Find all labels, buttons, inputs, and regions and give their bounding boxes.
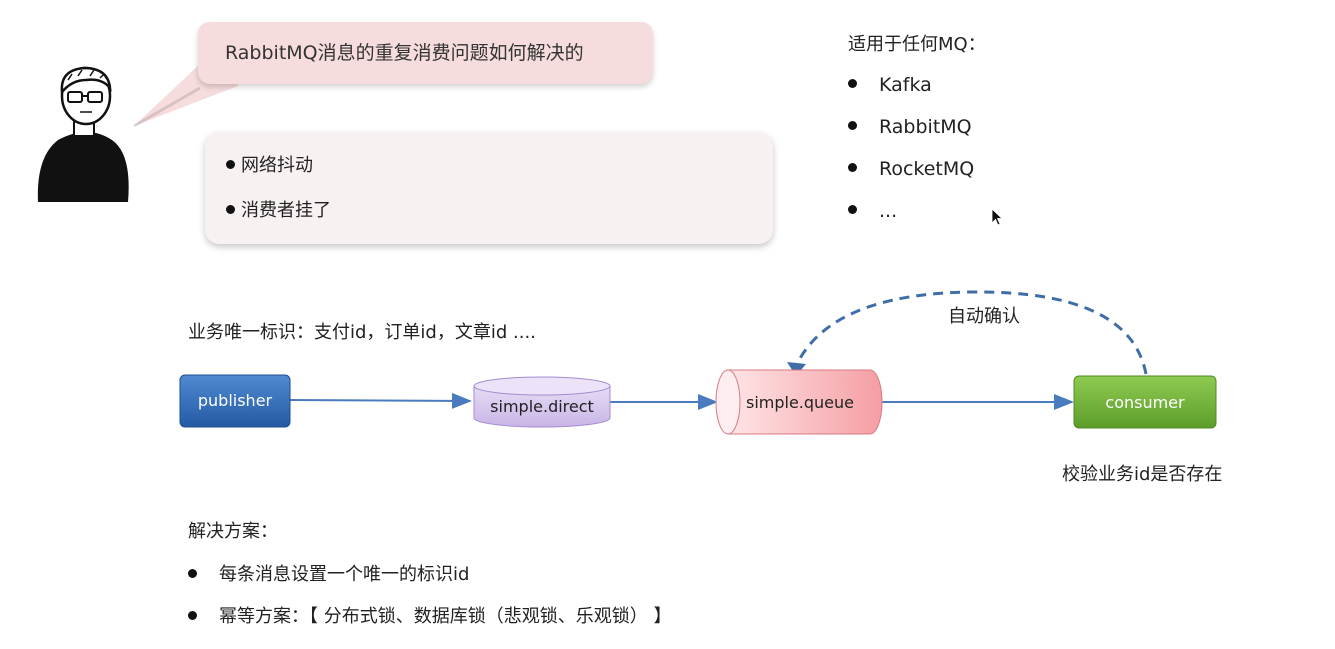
cause-item: 网络抖动 [226,151,313,177]
queue-label: simple.queue [746,393,854,412]
publisher-node: publisher [179,374,291,428]
solution-text: 幂等方案：【 分布式锁、数据库锁（悲观锁、乐观锁） 】 [219,606,672,627]
question-bubble [198,22,653,84]
consumer-label: consumer [1105,393,1185,412]
solution-text: 每条消息设置一个唯一的标识id [219,564,470,585]
solution-title: 解决方案： [188,521,278,542]
solution-item: 幂等方案：【 分布式锁、数据库锁（悲观锁、乐观锁） 】 [188,602,671,628]
mq-item: Kafka [848,74,932,96]
check-text: 校验业务id是否存在 [1062,464,1223,485]
mq-item: RabbitMQ [848,116,972,138]
bullet-icon [188,568,197,578]
cause-item: 消费者挂了 [226,196,331,222]
arrow-publisher-exchange [289,392,472,409]
bullet-icon [848,205,857,214]
mq-item: ... [848,200,897,222]
mq-item: RocketMQ [848,158,974,180]
ack-arc [794,290,1148,375]
consumer-node: consumer [1073,375,1217,429]
message-flow-diagram: publisher simple.direct simple.queue con… [179,290,1217,435]
mouse-cursor-icon [991,208,1003,226]
mq-list-title: 适用于任何MQ： [848,34,986,55]
exchange-label: simple.direct [490,397,594,416]
bullet-icon [188,610,197,620]
bullet-icon [226,159,235,169]
bullet-icon [848,79,857,88]
causes-box [205,132,773,244]
mq-item-text: Kafka [879,74,932,96]
mq-item-text: ... [879,200,898,222]
mq-item-text: RocketMQ [879,158,975,180]
ack-label: 自动确认 [948,306,1020,327]
person-illustration [37,66,129,202]
cause-text: 网络抖动 [241,155,313,176]
bullet-icon [848,163,857,172]
business-id-text: 业务唯一标识：支付id，订单id，文章id .... [188,322,536,343]
bullet-icon [848,121,857,130]
queue-node: simple.queue [715,369,883,435]
exchange-node: simple.direct [473,376,611,428]
question-text: RabbitMQ消息的重复消费问题如何解决的 [225,42,584,64]
ack-arrowhead [787,362,806,376]
publisher-label: publisher [198,391,273,410]
mq-item-text: RabbitMQ [879,116,972,138]
cause-text: 消费者挂了 [241,200,331,221]
solution-item: 每条消息设置一个唯一的标识id [188,560,469,586]
bullet-icon [226,204,235,214]
